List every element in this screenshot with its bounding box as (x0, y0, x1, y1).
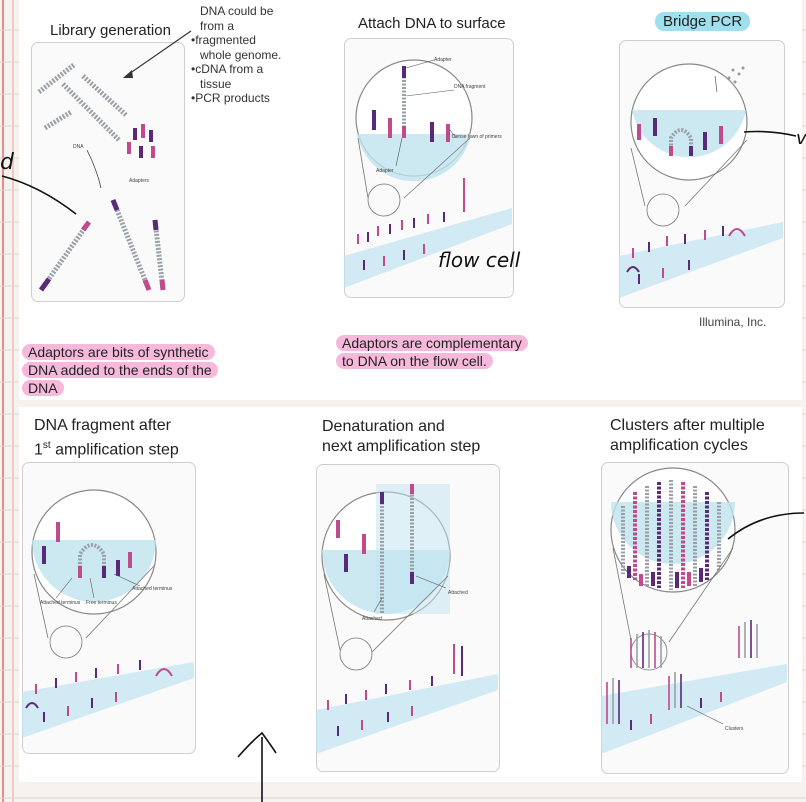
library-caption-highlight: Adaptors are bits of synthetic DNA added… (22, 343, 227, 397)
ligated-dna-strands (38, 199, 166, 292)
denaturation-title-line2: next amplification step (322, 438, 481, 455)
note-line: •cDNA from a (191, 62, 264, 76)
flow-cell-surface (344, 208, 512, 288)
clusters-title-line2: amplification cycles (610, 437, 748, 454)
note-line: DNA could be (200, 4, 274, 18)
handwritten-strokes-top (1, 130, 797, 215)
illumina-credit: Illumina, Inc. (699, 315, 767, 329)
note-line: whole genome. (200, 47, 282, 62)
clusters-label: Clusters (725, 726, 744, 732)
cluster-strands (621, 480, 721, 590)
adapter-pieces (127, 124, 155, 158)
dna-bridge (669, 128, 693, 156)
dna-source-notes: DNA could be from a •fragmented whole ge… (191, 4, 281, 106)
fragmented-dna-strands (37, 62, 129, 142)
dense-lawn-label: Dense lawn of primers (452, 134, 502, 140)
attached-right-label: Attached (448, 590, 468, 596)
note-line: tissue (200, 76, 232, 91)
note-line: •fragmented (191, 33, 256, 47)
attach-dna-title: Attach DNA to surface (358, 15, 506, 32)
fragment-title-line2: 1st amplification step (34, 440, 179, 459)
bridge-pcr-illustration (619, 63, 783, 298)
adapters-label: Adapters (129, 178, 150, 184)
handwritten-fragment-right: v (796, 128, 806, 149)
dna-fragment-label: DNA fragment (454, 84, 486, 90)
adapter-bottom-label: Adapter (376, 168, 394, 174)
attached-terminus-right-label: Attached terminus (132, 586, 173, 592)
attach-dna-illustration: Adapter DNA fragment Dense lawn of prime… (344, 57, 512, 288)
handwritten-fragment-left: d (0, 150, 14, 175)
note-line: from a (200, 18, 235, 33)
denaturation-title-line1: Denaturation and (322, 418, 445, 435)
clusters-illustration: Clusters (601, 467, 787, 754)
adapter-top-label: Adapter (434, 57, 452, 63)
free-terminus-label: Free terminus (86, 600, 117, 606)
dna-label: DNA (73, 144, 84, 150)
clusters-title-line1: Clusters after multiple (610, 417, 765, 434)
note-line: •PCR products (191, 91, 270, 105)
fragment-title-line1: DNA fragment after (34, 417, 171, 434)
note-pointer-arrow (125, 30, 192, 77)
handwritten-strokes-bottom (237, 512, 805, 802)
clusters-title: Clusters after multiple amplification cy… (610, 416, 765, 456)
library-generation-illustration: DNA Adapters (37, 30, 192, 292)
denaturation-illustration: Attached Attached (316, 484, 498, 754)
attached-left-label: Attached (362, 616, 382, 622)
fragment-illustration: Attached terminus Free terminus Attached… (22, 489, 194, 738)
fragment-title: DNA fragment after 1st amplification ste… (34, 416, 179, 460)
attach-caption-highlight: Adaptors are complementary to DNA on the… (336, 334, 536, 370)
primer-lawn (372, 66, 450, 142)
library-generation-title: Library generation (50, 22, 171, 39)
denaturation-title: Denaturation and next amplification step (322, 417, 480, 457)
bridge-pcr-title: Bridge PCR (655, 12, 751, 31)
attached-terminus-left-label: Attached terminus (40, 600, 81, 606)
flow-cell-handwritten-note: flow cell (438, 248, 521, 272)
